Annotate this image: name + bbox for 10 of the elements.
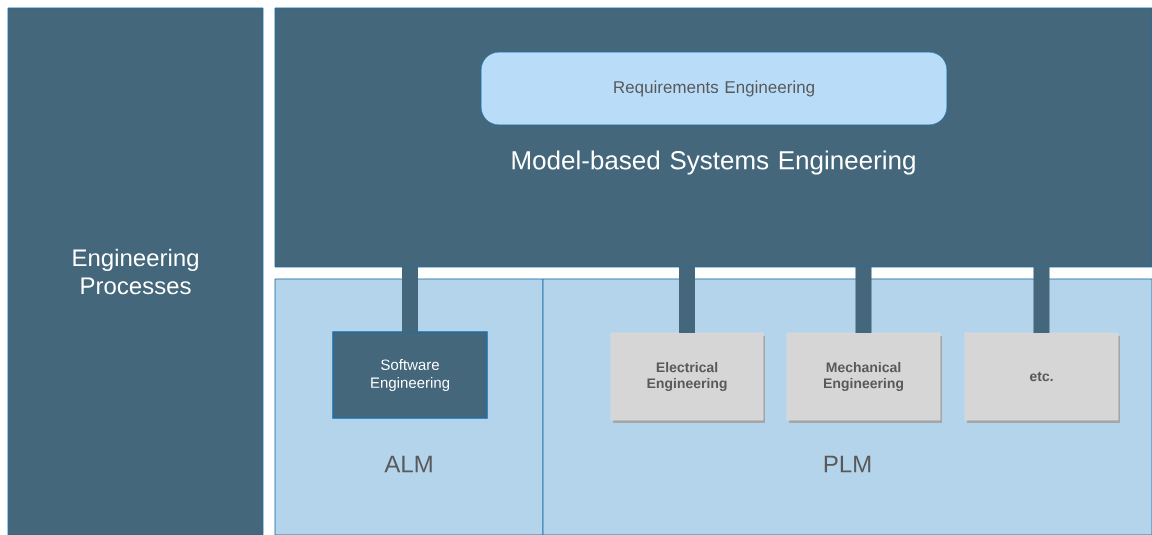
process-box: etc. [964, 332, 1120, 423]
process-box: Electrical Engineering [610, 332, 765, 423]
side-panel: Engineering Processes [7, 7, 264, 535]
connector-bar [1033, 267, 1050, 333]
connector-bar [855, 267, 872, 333]
process-box: Mechanical Engineering [786, 332, 942, 423]
rounded-box: Requirements Engineering [480, 51, 948, 126]
connector-bar [402, 267, 418, 332]
process-box: Software Engineering [332, 331, 488, 419]
connector-bar [679, 267, 695, 333]
